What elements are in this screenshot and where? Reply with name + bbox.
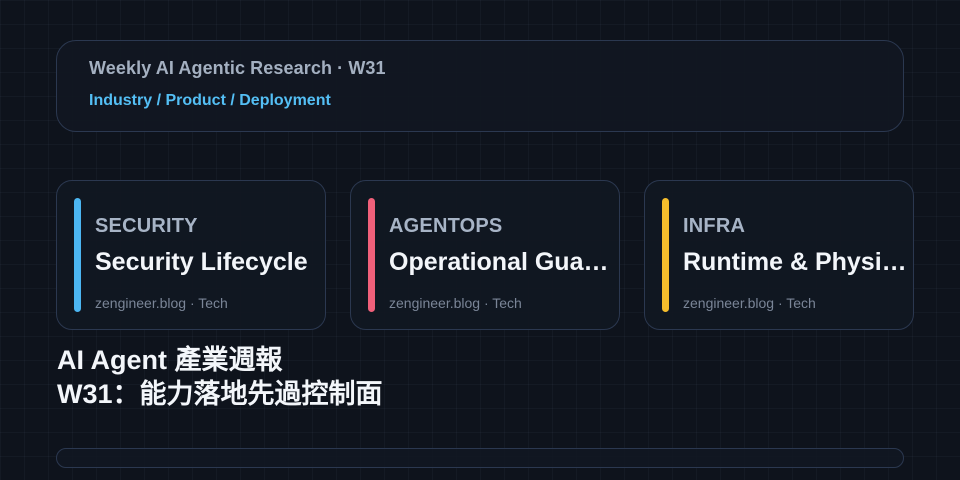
card-agentops[interactable]: AGENTOPS Operational Guardrails zenginee… xyxy=(350,180,620,330)
card-accent-bar xyxy=(368,198,375,312)
header-title: Weekly AI Agentic Research · W31 xyxy=(89,58,386,78)
card-tag: AGENTOPS xyxy=(389,215,503,237)
card-source: zengineer.blog · Tech xyxy=(389,295,522,311)
bottom-bar xyxy=(56,448,904,468)
card-title: Security Lifecycle xyxy=(95,248,308,276)
header-card: Weekly AI Agentic Research · W31 Industr… xyxy=(56,40,904,132)
card-title: Runtime & Physical xyxy=(683,248,911,276)
headline-line-1: AI Agent 產業週報 xyxy=(57,345,283,375)
card-tag: INFRA xyxy=(683,215,746,237)
headline-line-2: W31：能力落地先過控制面 xyxy=(57,379,383,409)
card-accent-bar xyxy=(662,198,669,312)
card-title: Operational Guardrails xyxy=(389,248,617,276)
card-security[interactable]: SECURITY Security Lifecycle zengineer.bl… xyxy=(56,180,326,330)
headline: AI Agent 產業週報 W31：能力落地先過控制面 xyxy=(57,343,657,411)
card-infra[interactable]: INFRA Runtime & Physical zengineer.blog … xyxy=(644,180,914,330)
card-accent-bar xyxy=(74,198,81,312)
card-tag: SECURITY xyxy=(95,215,198,237)
card-source: zengineer.blog · Tech xyxy=(95,295,228,311)
header-subtitle: Industry / Product / Deployment xyxy=(89,92,331,109)
card-source: zengineer.blog · Tech xyxy=(683,295,816,311)
article-cards: SECURITY Security Lifecycle zengineer.bl… xyxy=(56,180,916,330)
